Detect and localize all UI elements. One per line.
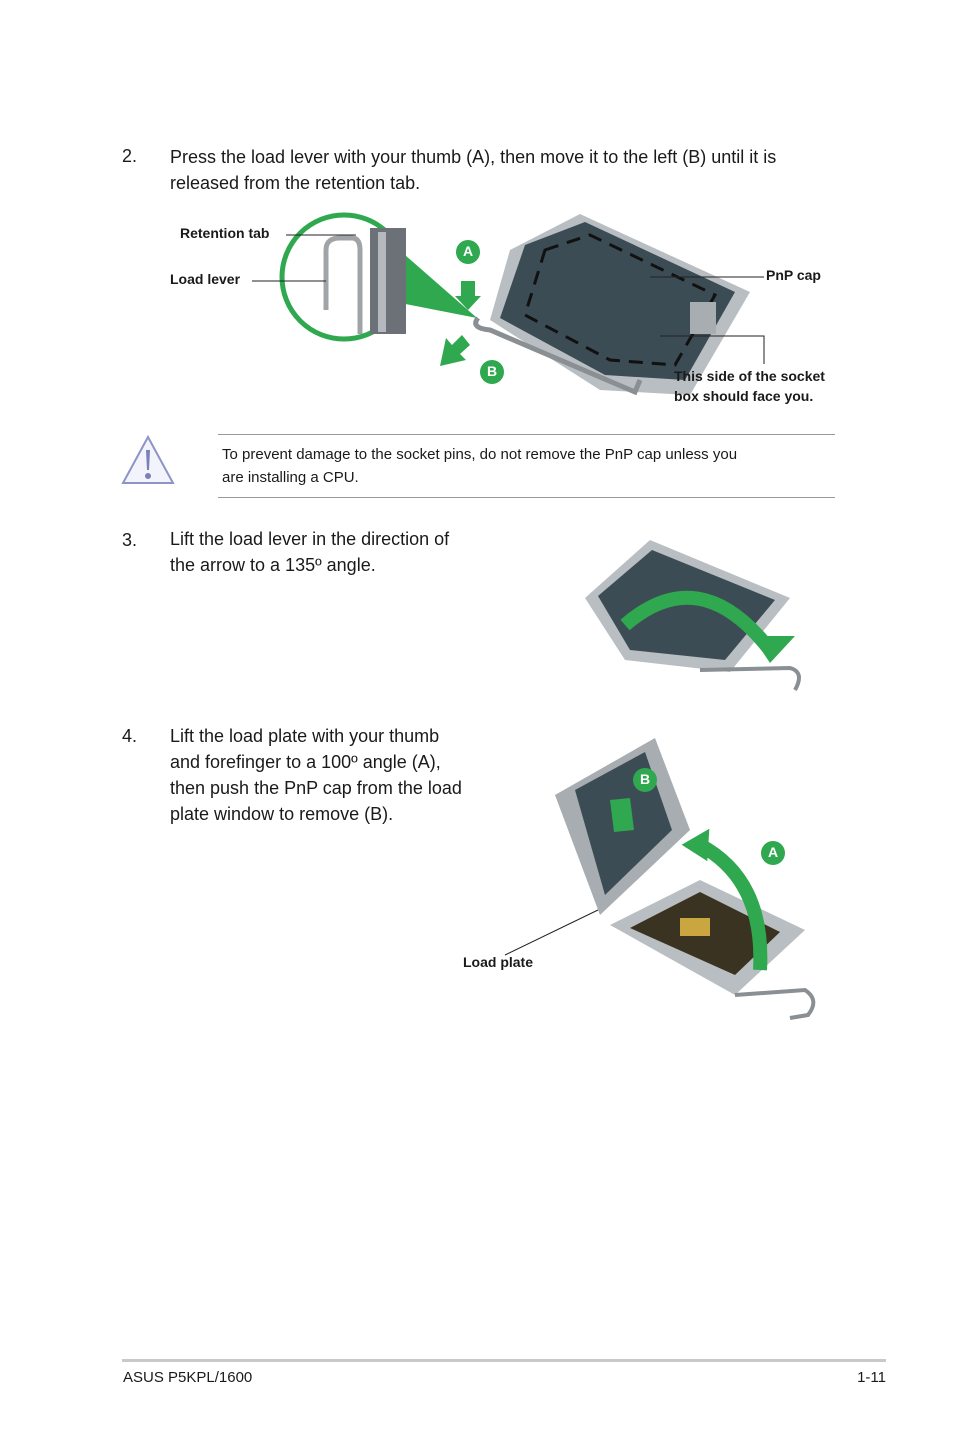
step-3-line-1: Lift the load lever in the direction of [170, 529, 450, 549]
marker-a3-circle [761, 841, 785, 865]
warning-line-1: To prevent damage to the socket pins, do… [222, 446, 738, 463]
step-2-text: Press the load lever with your thumb (A)… [170, 144, 776, 196]
step-2-line-1: Press the load lever with your thumb (A)… [170, 147, 777, 167]
footer-rule [122, 1359, 886, 1362]
zoom-tab-metal [370, 228, 406, 334]
zoom-lever [323, 235, 363, 334]
step-4-number: 4. [122, 726, 138, 746]
warning-note: To prevent damage to the socket pins, do… [218, 434, 835, 498]
step-2-number: 2. [122, 146, 138, 166]
marker-a: A [462, 243, 474, 259]
step-4-text: Lift the load plate with your thumb and … [170, 723, 462, 827]
step-3-line-2: the arrow to a 135º angle. [170, 555, 376, 575]
step-4-line-1: Lift the load plate with your thumb [170, 726, 440, 746]
footer-model: ASUS P5KPL/1600 [123, 1369, 253, 1386]
rotation-arrow [620, 590, 776, 655]
push-arrow [610, 798, 634, 832]
marker-b3-circle [633, 768, 657, 792]
pnp-cap-2 [598, 550, 775, 660]
lift-arrow [696, 838, 768, 971]
marker-b-circle [480, 360, 504, 384]
warning-line-2: are installing a CPU. [222, 469, 359, 486]
marker-b-3: B [639, 771, 651, 787]
load-lever-bar [473, 316, 643, 396]
warning-triangle-icon [121, 434, 175, 484]
arrow-a [455, 281, 481, 310]
lever-3 [734, 987, 816, 1020]
pnp-cap [500, 222, 735, 380]
step-2-line-2: released from the retention tab. [170, 173, 421, 193]
marker-a-3: A [767, 844, 779, 860]
marker-a-circle [456, 240, 480, 264]
rotation-arrowhead [752, 636, 795, 663]
marker-b: B [486, 363, 498, 379]
socket-center [680, 918, 710, 936]
load-lever-label: Load lever [170, 271, 241, 287]
lifted-lever [699, 665, 801, 691]
step-3-text: Lift the load lever in the direction of … [170, 526, 449, 578]
pnp-cap-dashes [523, 233, 718, 367]
arrow-b [440, 335, 470, 366]
socket-side-line-2: box should face you. [674, 388, 814, 404]
pnp-cap-label: PnP cap [766, 267, 821, 283]
step-4-line-2: and forefinger to a 100º angle (A), [170, 752, 441, 772]
lift-arrowhead [681, 828, 710, 862]
step-3-number: 3. [122, 530, 138, 550]
warning-text: To prevent damage to the socket pins, do… [222, 443, 822, 489]
retention-tab-label: Retention tab [180, 225, 270, 241]
step-4-line-4: plate window to remove (B). [170, 804, 394, 824]
socket-side-label: This side of the socket box should face … [674, 366, 825, 406]
load-plate-label: Load plate [463, 954, 534, 970]
socket-clip [690, 302, 716, 334]
footer-page-number: 1-11 [857, 1369, 886, 1386]
step-4-line-3: then push the PnP cap from the load [170, 778, 462, 798]
socket-side-line-1: This side of the socket [674, 368, 825, 384]
